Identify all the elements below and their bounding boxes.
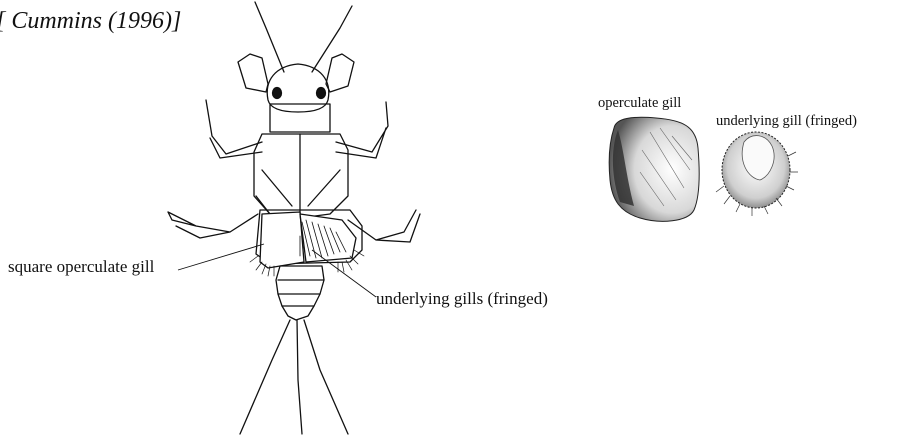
citation-text: [ Cummins (1996)] bbox=[0, 8, 181, 35]
label-operculate-gill: operculate gill bbox=[598, 95, 681, 112]
right-foreleg bbox=[326, 54, 354, 92]
right-antenna bbox=[312, 6, 352, 72]
label-underlying-gill: underlying gill (fringed) bbox=[716, 113, 857, 130]
right-cercus bbox=[304, 320, 348, 434]
abdomen-segments bbox=[278, 280, 324, 306]
gill-illustrations bbox=[609, 117, 798, 221]
left-antenna bbox=[255, 2, 284, 72]
right-hindleg bbox=[348, 210, 420, 242]
nymph-drawing bbox=[168, 2, 420, 434]
middle-cercus bbox=[297, 320, 302, 434]
left-foreleg bbox=[238, 54, 268, 92]
label-square-operculate-gill: square operculate gill bbox=[8, 257, 154, 277]
right-midleg bbox=[336, 102, 388, 158]
label-underlying-gills: underlying gills (fringed) bbox=[376, 289, 548, 309]
right-eye bbox=[317, 88, 326, 99]
wing-pad-lines bbox=[256, 134, 340, 218]
leader-square-gill bbox=[178, 244, 264, 270]
left-cercus bbox=[240, 320, 290, 434]
left-midleg bbox=[206, 100, 262, 158]
left-eye bbox=[273, 88, 282, 99]
posterior-abdomen bbox=[276, 266, 324, 320]
left-hindleg bbox=[168, 212, 258, 238]
square-operculate-gill bbox=[260, 212, 304, 268]
